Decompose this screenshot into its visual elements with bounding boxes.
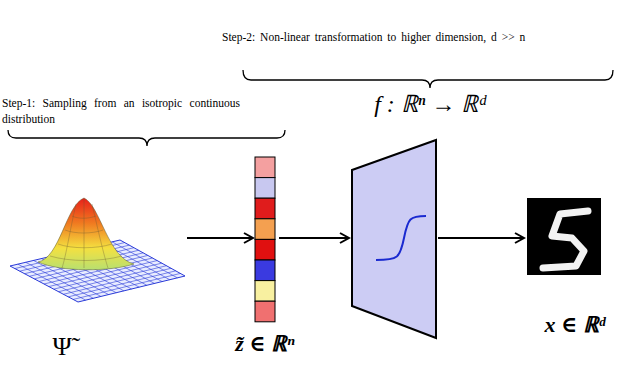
- arrow: [438, 237, 524, 239]
- step-1-note: Step-1: Sampling from an isotropic conti…: [2, 96, 240, 127]
- step-2-brace: [243, 70, 613, 88]
- mesh-line: [68, 271, 175, 297]
- latent-vector: z̃ ∈ ℝⁿ: [255, 157, 275, 322]
- vector-cell: [255, 260, 275, 281]
- step-1-brace: [8, 130, 285, 146]
- vector-cell: [255, 301, 275, 322]
- arrow: [279, 237, 349, 239]
- mesh-line: [63, 268, 171, 294]
- node-label: z̃ ∈ ℝⁿ: [235, 327, 295, 357]
- figure-part: [58, 244, 112, 248]
- mnist-image: [527, 198, 601, 275]
- node-label: Ψ̃: [52, 332, 71, 362]
- sigmoid-curve: [376, 216, 426, 260]
- vector-cell: [255, 281, 275, 302]
- step-2-note: Step-2: Non-linear transformation to hig…: [222, 30, 560, 46]
- vector-cell: [255, 157, 275, 178]
- mesh-line: [73, 273, 180, 299]
- network-trapezoid: [352, 140, 436, 338]
- gaussian-bump: [38, 198, 134, 270]
- digit-five: [543, 211, 588, 268]
- vector-cell: [255, 178, 275, 199]
- figure-part: [62, 204, 76, 268]
- vector-cell: [255, 239, 275, 260]
- mapping-formula: f : ℝⁿ → ℝᵈ: [374, 86, 486, 119]
- gaussian-surface: [10, 198, 185, 302]
- latent-vector: [255, 157, 275, 322]
- vector-cell: [255, 219, 275, 240]
- vector-cell: [255, 198, 275, 219]
- figure-part: [84, 199, 85, 268]
- connector-arrow: [187, 237, 253, 239]
- node-label: x ∈ ℝᵈ: [545, 308, 606, 338]
- gaussian-distribution: Ψ̃: [10, 196, 186, 302]
- figure-part: [92, 204, 108, 268]
- figure-part: [50, 256, 122, 261]
- output-image: x ∈ ℝᵈ: [527, 198, 601, 275]
- bump-mesh: [50, 199, 122, 268]
